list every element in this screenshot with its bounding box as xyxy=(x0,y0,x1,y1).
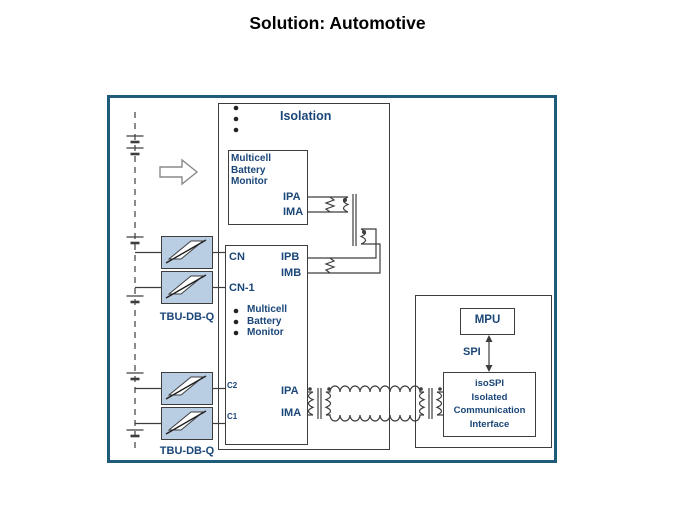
tbu-device xyxy=(161,372,213,405)
monitor2-pin-ipb: IPB xyxy=(281,251,300,263)
monitor2-pin-cn: CN xyxy=(229,251,245,263)
tbu-symbol-icon xyxy=(165,375,207,400)
monitor2-pin-cn1: CN-1 xyxy=(229,282,255,294)
tbu-symbol-icon xyxy=(165,274,207,299)
isospi-label: isoSPI Isolated Communication Interface xyxy=(444,377,535,431)
tbu-top-label: TBU-DB-Q xyxy=(159,311,215,323)
battery-monitor-2-box xyxy=(225,245,308,445)
monitor2-pin-c2: C2 xyxy=(227,381,238,390)
monitor2-pin-ima: IMA xyxy=(281,407,302,419)
isospi-box xyxy=(443,372,536,437)
tbu-device xyxy=(161,236,213,269)
tbu-device xyxy=(161,407,213,440)
monitor2-pin-imb: IMB xyxy=(281,267,302,279)
monitor2-pin-c1: C1 xyxy=(227,412,238,421)
monitor1-label: Multicell Battery Monitor xyxy=(231,153,272,187)
monitor1-pin-ipa: IPA xyxy=(283,191,301,203)
monitor2-pin-ipa: IPA xyxy=(281,385,299,397)
mpu-box xyxy=(460,308,515,335)
mpu-label: MPU xyxy=(474,314,501,326)
spi-label: SPI xyxy=(463,346,481,358)
monitor1-pin-ima: IMA xyxy=(283,206,304,218)
tbu-symbol-icon xyxy=(165,239,207,264)
tbu-device xyxy=(161,271,213,304)
isolation-label: Isolation xyxy=(280,109,332,123)
isospi-line3: Communication xyxy=(453,405,526,416)
isospi-line1: isoSPI xyxy=(474,378,505,389)
tbu-symbol-icon xyxy=(165,410,207,435)
isospi-line4: Interface xyxy=(469,418,510,430)
battery-monitor-1-box xyxy=(228,150,308,225)
isospi-line2: Isolated xyxy=(471,391,508,403)
page-title: Solution: Automotive xyxy=(249,13,426,33)
tbu-bottom-label: TBU-DB-Q xyxy=(159,445,215,457)
monitor2-label: Multicell Battery Monitor xyxy=(247,304,288,338)
